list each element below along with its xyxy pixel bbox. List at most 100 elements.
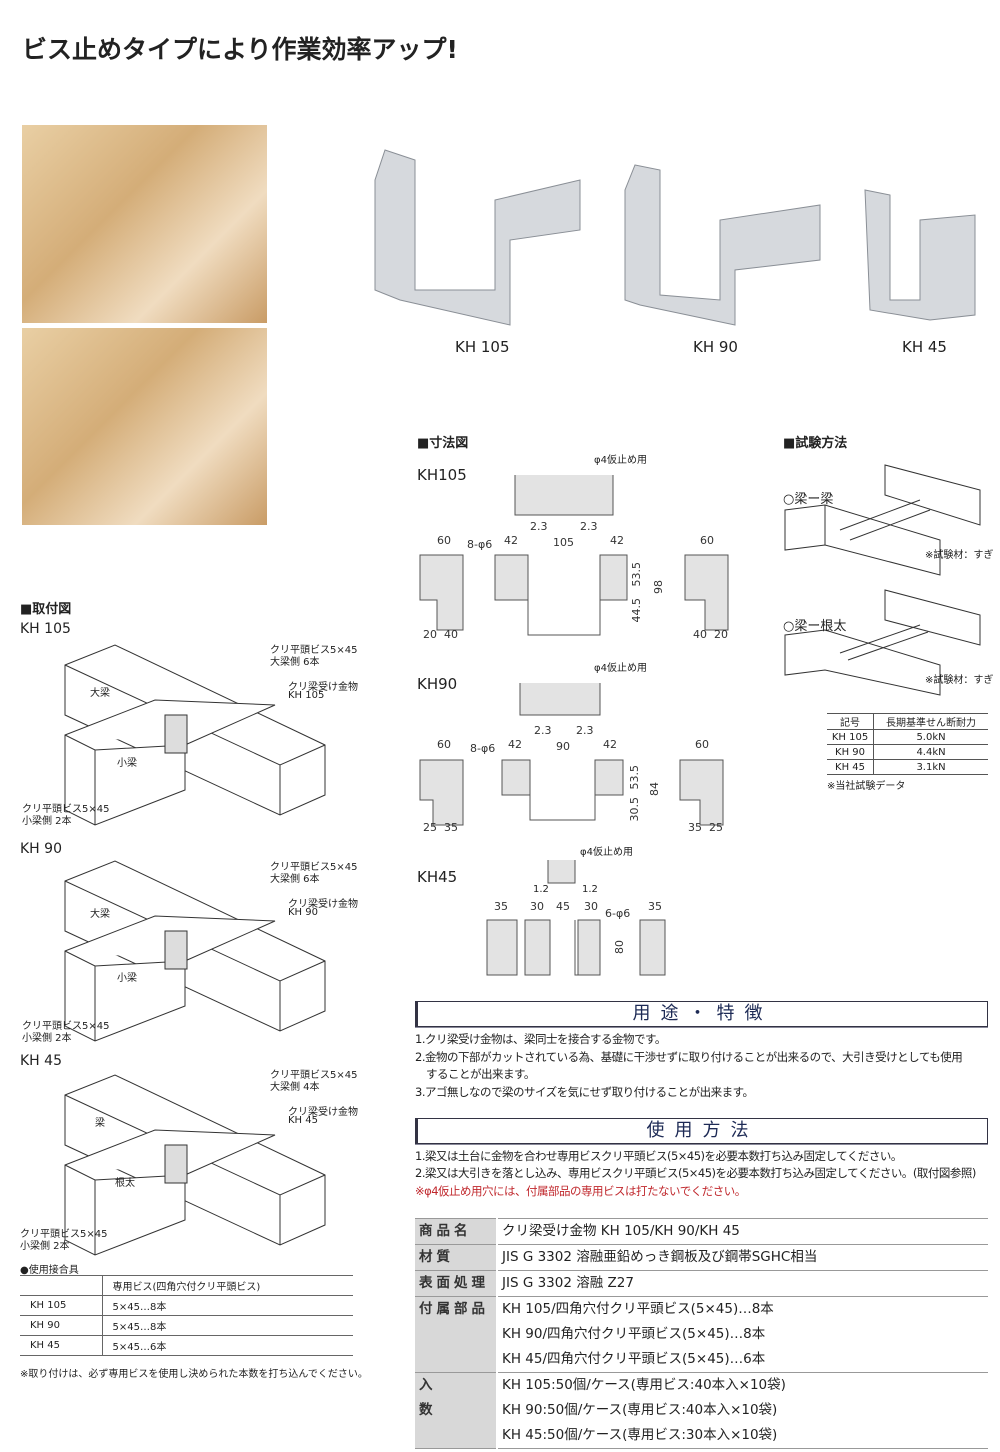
fasteners-note: ※取り付けは、必ず専用ビスを使用し決められた本数を打ち込んでください。 xyxy=(20,1369,368,1380)
callout: クリ平頭ビス5×45 xyxy=(22,804,110,815)
dim: 60 xyxy=(437,534,451,547)
kh45-image xyxy=(864,189,976,321)
kh45-pin-note: φ4仮止め用 xyxy=(580,847,633,858)
dim: 8-φ6 xyxy=(467,538,493,551)
dim: 60 xyxy=(437,738,451,751)
test-data-note: ※当社試験データ xyxy=(827,781,906,792)
callout: 小梁側 2本 xyxy=(22,816,72,827)
install-photo-1 xyxy=(22,125,267,323)
cell: 4.4kN xyxy=(873,744,988,760)
dim: 2.3 xyxy=(530,520,548,533)
cell: KH 90 xyxy=(827,744,875,760)
dim: 42 xyxy=(504,534,518,547)
dim: 1.2 xyxy=(582,884,598,895)
beam-label: 大梁 xyxy=(90,909,110,920)
dim: 35 xyxy=(688,821,702,834)
callout: 小梁側 2本 xyxy=(22,1033,72,1044)
dim: 53.5 xyxy=(628,765,641,790)
usage-heading: 使用方法 xyxy=(415,1118,988,1144)
cell: 5×45…6本 xyxy=(102,1335,353,1356)
model-label: KH 45 xyxy=(20,1053,62,1069)
header: 長期基準せん断耐力 xyxy=(873,713,988,730)
kh105-image xyxy=(374,149,581,326)
dim: 40 xyxy=(444,628,458,641)
callout: 大梁側 6本 xyxy=(270,657,320,668)
test-material-note: ※試験材：すぎ xyxy=(925,550,994,561)
product-label: KH 105 xyxy=(455,338,510,356)
dim: 35 xyxy=(648,900,662,913)
kh90-image xyxy=(624,164,821,326)
install-photo-2 xyxy=(22,328,267,525)
spec-value: クリ梁受け金物 KH 105/KH 90/KH 45 xyxy=(502,1223,740,1239)
spec-value: JIS G 3302 溶融 Z27 xyxy=(502,1275,634,1291)
spec-label: 付属部品 xyxy=(415,1296,498,1373)
dim: 35 xyxy=(494,900,508,913)
test-heading: ■試験方法 xyxy=(783,436,848,451)
callout: KH 45 xyxy=(288,1115,318,1126)
callout: 大梁側 6本 xyxy=(270,874,320,885)
test-material-note: ※試験材：すぎ xyxy=(925,675,994,686)
feature-item: 2.金物の下部がカットされている為、基礎に干渉せずに取り付けることが出来るので、… xyxy=(415,1050,963,1064)
feature-item: 3.アゴ無しなので梁のサイズを気にせず取り付けることが出来ます。 xyxy=(415,1085,754,1099)
product-label: KH 45 xyxy=(902,338,947,356)
mounting-heading: ■取付図 xyxy=(20,602,72,617)
dim: 45 xyxy=(556,900,570,913)
callout: 大梁側 4本 xyxy=(270,1082,320,1093)
cell: 3.1kN xyxy=(873,759,988,775)
dimension-drawings xyxy=(419,475,729,976)
spec-value: KH 90:50個/ケース(専用ビス:40本入×10袋) xyxy=(502,1402,778,1418)
dim: 60 xyxy=(700,534,714,547)
spec-value: KH 105/四角穴付クリ平頭ビス(5×45)…8本 xyxy=(502,1301,774,1317)
beam-label: 大梁 xyxy=(90,688,110,699)
dim: 20 xyxy=(423,628,437,641)
feature-item: 1.クリ梁受け金物は、梁同士を接合する金物です。 xyxy=(415,1032,666,1046)
callout: KH 90 xyxy=(288,907,318,918)
spec-label: 入数 xyxy=(415,1372,498,1449)
model-label: KH 90 xyxy=(20,841,62,857)
dim: 53.5 xyxy=(630,562,643,587)
cell: 5.0kN xyxy=(873,729,988,745)
dim: 25 xyxy=(423,821,437,834)
callout: クリ平頭ビス5×45 xyxy=(22,1021,110,1032)
dim: 8-φ6 xyxy=(470,742,496,755)
spec-label: 材質 xyxy=(415,1244,498,1271)
dim: 98 xyxy=(652,580,665,594)
header: 記号 xyxy=(827,713,875,730)
callout: クリ平頭ビス5×45 xyxy=(270,1070,358,1081)
cell xyxy=(20,1275,103,1296)
callout: クリ平頭ビス5×45 xyxy=(270,645,358,656)
dim: 84 xyxy=(648,782,661,796)
beam-label: 小梁 xyxy=(117,758,137,769)
kh45-dim-label: KH45 xyxy=(417,868,458,886)
cell: KH 45 xyxy=(20,1335,103,1356)
dim: 1.2 xyxy=(533,884,549,895)
spec-label: 表面処理 xyxy=(415,1270,498,1297)
test-case-beam-joist: ○梁ー根太 xyxy=(783,619,847,634)
spec-label: 商品名 xyxy=(415,1218,498,1245)
cell: KH 45 xyxy=(827,759,875,775)
dim: 42 xyxy=(603,738,617,751)
kh105-dim-label: KH105 xyxy=(417,466,467,484)
fasteners-heading: ●使用接合具 xyxy=(20,1265,79,1276)
cell: 5×45…8本 xyxy=(102,1315,353,1336)
kh90-dim-label: KH90 xyxy=(417,675,458,693)
dim: 2.3 xyxy=(576,724,594,737)
cell: KH 105 xyxy=(827,729,875,745)
spec-value: KH 105:50個/ケース(専用ビス:40本入×10袋) xyxy=(502,1377,786,1393)
cell: KH 90 xyxy=(20,1315,103,1336)
dim: 44.5 xyxy=(630,598,643,623)
dim: 30 xyxy=(584,900,598,913)
cell: KH 105 xyxy=(20,1295,103,1316)
kh90-pin-note: φ4仮止め用 xyxy=(594,663,647,674)
callout: 小梁側 2本 xyxy=(20,1241,70,1252)
spec-value: KH 45/四角穴付クリ平頭ビス(5×45)…6本 xyxy=(502,1351,766,1367)
callout: KH 105 xyxy=(288,690,325,701)
dim: 30.5 xyxy=(628,797,641,822)
dim: 20 xyxy=(714,628,728,641)
dim: 42 xyxy=(610,534,624,547)
model-label: KH 105 xyxy=(20,621,71,637)
